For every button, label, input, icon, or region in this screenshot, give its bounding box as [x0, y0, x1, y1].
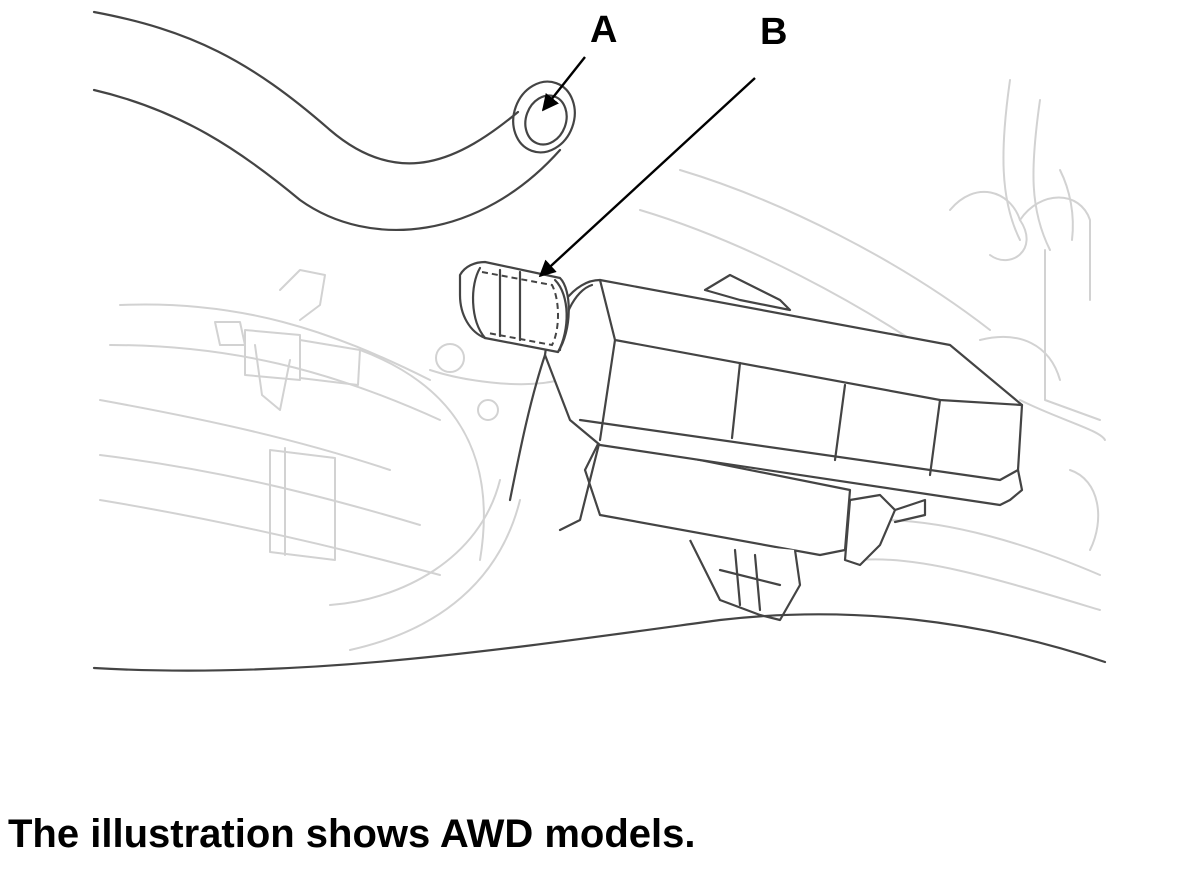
leader-line-a — [541, 56, 586, 112]
lower-outline — [92, 613, 1107, 672]
hose-a — [92, 10, 576, 232]
caption: The illustration shows AWD models. — [8, 812, 696, 856]
leader-line-b — [538, 77, 756, 278]
callout-label-b: B — [760, 11, 787, 53]
component-b — [458, 260, 1024, 622]
callout-label-a: A — [590, 9, 617, 51]
background-structures — [99, 79, 1106, 651]
